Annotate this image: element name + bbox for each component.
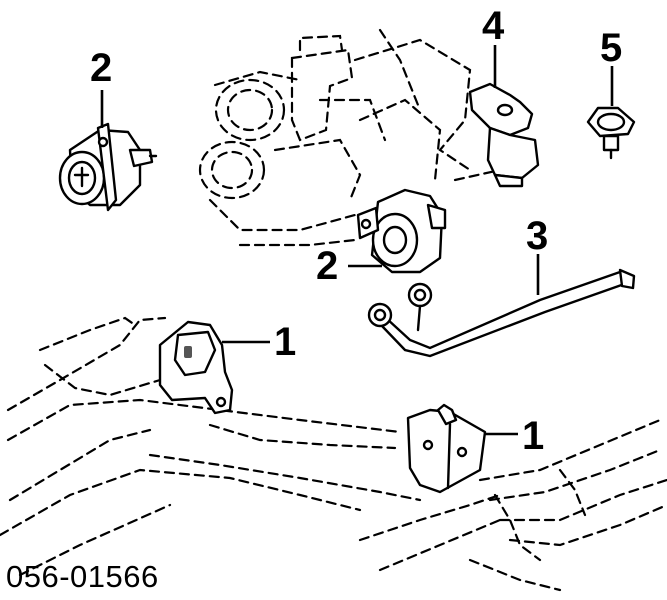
callout-4: 4 [482, 4, 505, 48]
callout-1-right: 1 [522, 414, 545, 458]
engine-mount-bracket-right [406, 403, 487, 494]
mount-nut [586, 106, 636, 160]
engine-block-outline [198, 28, 522, 247]
frame-outline [0, 316, 667, 592]
callout-5: 5 [600, 26, 623, 70]
engine-mount-bracket-left [158, 320, 234, 415]
callout-3: 3 [526, 214, 549, 258]
transmission-mount [468, 82, 540, 188]
leader-lines [100, 45, 614, 436]
support-rod [367, 268, 636, 358]
callout-2-left: 2 [90, 46, 113, 90]
callout-2-center: 2 [316, 244, 339, 288]
diagram-reference-number: 056-01566 [6, 559, 159, 594]
callout-1-left: 1 [274, 320, 297, 364]
engine-mount-insulator-left [58, 122, 158, 212]
engine-mount-insulator-center [356, 188, 447, 274]
